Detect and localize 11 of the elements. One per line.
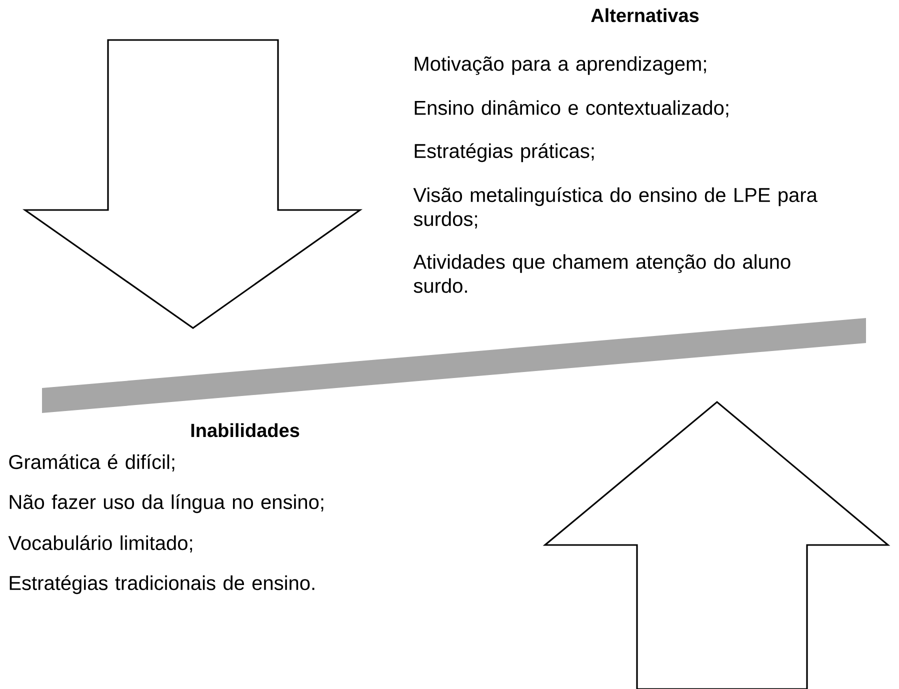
list-item: Visão metalinguística do ensino de LPE para surdos;	[413, 187, 818, 228]
list-item: Motivação para a aprendizagem;	[414, 56, 706, 75]
list-item: Não fazer uso da língua no ensino;	[10, 494, 324, 514]
list-item: Gramática é difícil;	[9, 454, 174, 472]
list-item: Atividades que chamem atenção do aluno surdo.	[413, 254, 790, 293]
list-item: Estratégias tradicionais de ensino.	[10, 575, 314, 594]
heading: Alternativas	[591, 8, 699, 22]
list-item: Vocabulário limitado;	[8, 535, 192, 552]
list-item: Estratégias práticas;	[414, 143, 594, 162]
list-item: Ensino dinâmico e contextualizado;	[414, 100, 728, 118]
heading: Inabilidades	[191, 423, 300, 438]
